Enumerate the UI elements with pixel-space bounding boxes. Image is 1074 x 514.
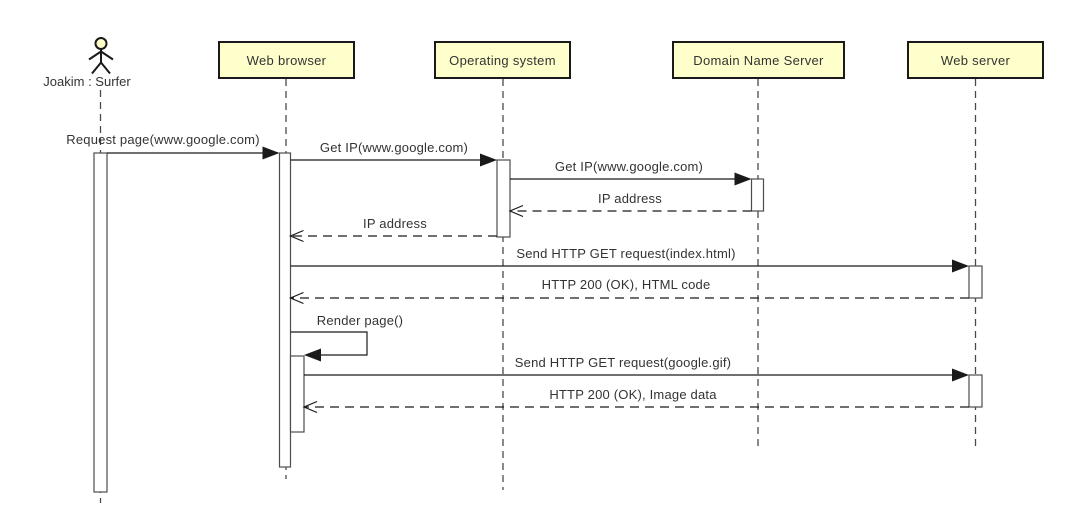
message-arrow-get-index-html [290, 259, 969, 273]
participant-label-domain-name-server: Domain Name Server [693, 52, 824, 68]
activation-bar-operating-system [496, 159, 511, 238]
message-arrow-get-google-gif [304, 368, 969, 382]
message-label-get-google-gif: Send HTTP GET request(google.gif) [514, 355, 732, 370]
activation-bar-actor [93, 152, 108, 493]
message-label-http-200-image: HTTP 200 (OK), Image data [549, 387, 717, 402]
activation-bar-web-browser [278, 152, 292, 468]
message-arrow-get-ip-browser-os [290, 153, 497, 167]
message-arrow-ip-address-os-browser [288, 229, 497, 243]
message-arrow-render-page-self [290, 331, 368, 362]
message-arrow-http-200-image [302, 400, 969, 414]
participant-box-operating-system: Operating system [434, 41, 571, 79]
participant-label-operating-system: Operating system [449, 52, 556, 68]
participant-box-web-browser: Web browser [218, 41, 355, 79]
message-label-http-200-html: HTTP 200 (OK), HTML code [541, 277, 711, 292]
message-label-ip-address-os-browser: IP address [363, 216, 427, 231]
message-arrow-http-200-html [288, 291, 969, 305]
participant-label-actor: Joakim : Surfer [43, 74, 131, 89]
activation-bar-web-server-1 [968, 265, 983, 299]
message-label-render-page: Render page() [316, 313, 404, 328]
message-label-get-ip-os-dns: Get IP(www.google.com) [554, 159, 704, 174]
activation-bar-web-browser-nested [289, 355, 305, 433]
participant-label-web-browser: Web browser [246, 52, 327, 68]
message-arrow-request-page [107, 146, 280, 160]
participant-label-web-server: Web server [940, 52, 1011, 68]
participant-box-web-server: Web server [907, 41, 1044, 79]
participant-box-domain-name-server: Domain Name Server [672, 41, 845, 79]
message-arrow-get-ip-os-dns [510, 172, 752, 186]
activation-bar-domain-name-server [750, 178, 765, 212]
activation-bar-web-server-2 [968, 374, 983, 408]
message-label-get-index-html: Send HTTP GET request(index.html) [516, 246, 736, 261]
message-label-request-page: Request page(www.google.com) [66, 132, 260, 147]
actor-icon [88, 37, 114, 75]
message-arrow-ip-address-dns-os [508, 204, 752, 218]
message-label-ip-address-dns-os: IP address [598, 191, 662, 206]
message-label-get-ip-browser-os: Get IP(www.google.com) [319, 140, 469, 155]
